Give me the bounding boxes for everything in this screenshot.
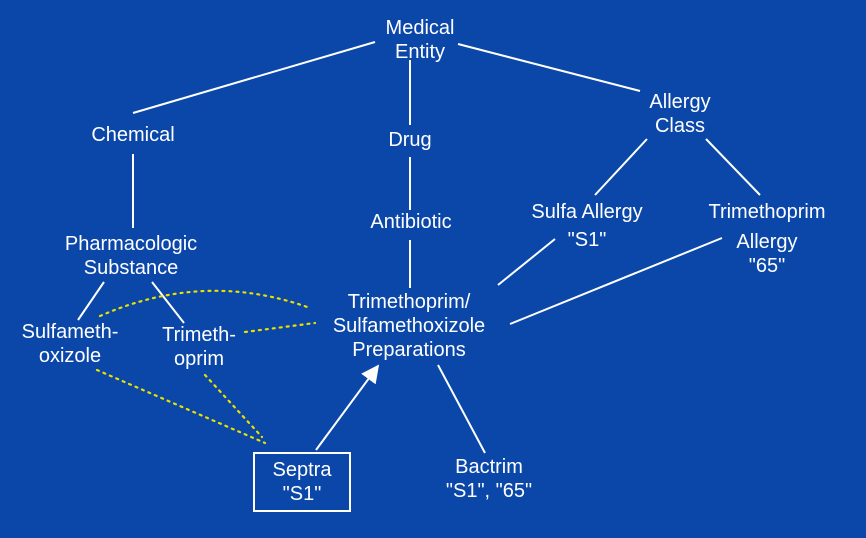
node-medical-entity: Medical Entity (386, 16, 455, 64)
node-tmp-smx-preparations-line-1: Trimethoprim/ (347, 291, 471, 313)
node-septra-line-2: "S1" (282, 483, 322, 505)
edge-allergy-class-to-sulfa-allergy (594, 138, 648, 196)
node-sulfamethoxizole-line-1: Sulfameth- (21, 321, 119, 343)
node-allergy-class-line-1: Allergy (649, 91, 711, 113)
node-pharmacologic-substance-line-1: Pharmacologic (64, 233, 198, 255)
node-chemical-line-1: Chemical (91, 124, 175, 146)
node-tmp-smx-preparations-line-3: Preparations (352, 339, 466, 361)
edge-medical-entity-to-chemical (132, 41, 376, 114)
node-trimethoprim: Trimeth- oprim (162, 323, 236, 371)
node-trimethoprim-line-1: Trimeth- (162, 324, 236, 346)
edge-sulfamethoxizole-to-septra (95, 368, 267, 445)
node-bactrim-line-2: "S1", "65" (445, 480, 533, 502)
node-tmp-smx-preparations: Trimethoprim/ Sulfamethoxizole Preparati… (333, 290, 485, 362)
node-allergy-class: Allergy Class (649, 90, 710, 138)
node-sulfamethoxizole: Sulfameth- oxizole (22, 320, 119, 368)
node-medical-entity-line-1: Medical (385, 17, 455, 39)
edge-sulfamethoxizole-to-tmp-smx-preparations (98, 289, 312, 318)
node-septra-line-1: Septra (272, 459, 332, 481)
node-antibiotic: Antibiotic (370, 210, 451, 234)
node-pharmacologic-substance-line-2: Substance (83, 257, 179, 279)
edge-allergy-class-to-trimethoprim-allergy (705, 138, 761, 196)
node-antibiotic-line-1: Antibiotic (370, 211, 452, 233)
node-drug-line-1: Drug (388, 129, 432, 151)
node-sulfamethoxizole-line-2: oxizole (38, 345, 102, 367)
node-trimethoprim-allergy-line-1: Trimethoprim (708, 201, 826, 223)
node-bactrim-line-1: Bactrim (455, 456, 523, 478)
edge-septra-to-tmp-smx-preparations (315, 364, 380, 451)
node-chemical: Chemical (91, 123, 174, 147)
node-pharmacologic-substance: Pharmacologic Substance (65, 232, 197, 280)
edge-trimethoprim-to-tmp-smx-preparations (243, 321, 317, 334)
node-trimethoprim-allergy: Trimethoprim Allergy "65" (708, 200, 825, 278)
node-sulfa-allergy: Sulfa Allergy "S1" (531, 200, 642, 252)
edge-trimethoprim-allergy-to-tmp-smx-preparations (509, 237, 723, 325)
node-allergy-class-line-2: Class (654, 115, 706, 137)
edge-pharmacologic-substance-to-trimethoprim (151, 281, 185, 324)
node-sulfa-allergy-line-2: "S1" (567, 229, 607, 251)
edge-pharmacologic-substance-to-sulfamethoxizole (77, 281, 105, 321)
node-trimethoprim-allergy-line-2: Allergy (736, 231, 798, 253)
node-septra: Septra "S1" (253, 452, 351, 512)
edge-sulfa-allergy-to-tmp-smx-preparations (497, 238, 556, 286)
node-trimethoprim-line-2: oprim (173, 348, 225, 370)
edge-medical-entity-to-allergy-class (457, 43, 641, 92)
node-tmp-smx-preparations-line-2: Sulfamethoxizole (332, 315, 486, 337)
edge-tmp-smx-preparations-to-bactrim (437, 364, 486, 454)
node-trimethoprim-allergy-line-3: "65" (748, 255, 786, 277)
edge-trimethoprim-to-septra (203, 373, 264, 439)
node-sulfa-allergy-line-1: Sulfa Allergy (531, 201, 643, 223)
node-bactrim: Bactrim "S1", "65" (446, 455, 532, 503)
node-medical-entity-line-2: Entity (394, 41, 446, 63)
node-drug: Drug (388, 128, 431, 152)
